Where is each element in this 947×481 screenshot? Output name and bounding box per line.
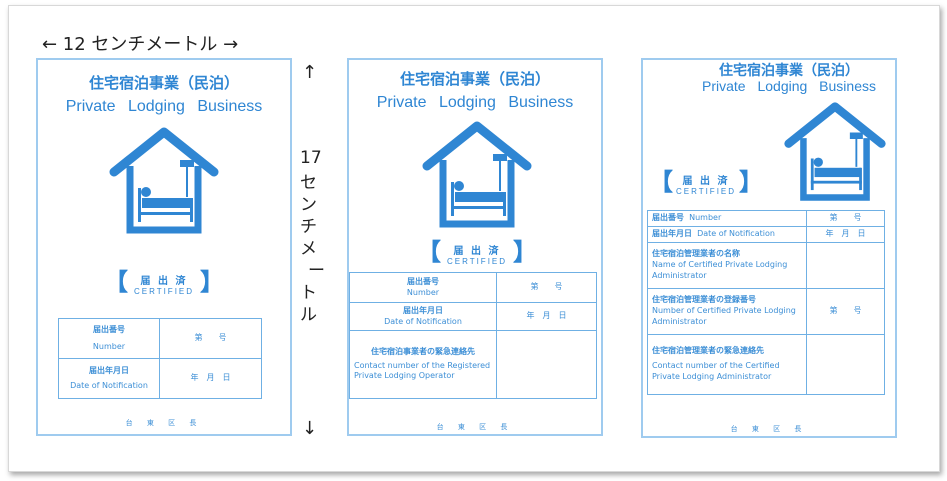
date-value: 年 月 日 [496,302,597,331]
issuer-footer: 台 東 区 長 [436,423,514,431]
card-title-jp: 住宅宿泊事業（民泊） [399,70,550,88]
table-row: 届出番号 Number 第 号 [647,210,885,227]
height-char: ル [300,305,317,325]
height-char: セ [300,173,317,193]
width-dimension-label: ← 12 センチメートル → [42,34,239,55]
height-char: チ [300,217,317,237]
certified-jp: 届 出 済 [140,276,188,287]
date-value: 年 月 日 [159,358,262,399]
sign-card-3: 住宅宿泊事業（民泊） Private Lodging Business 【 届 … [641,58,897,438]
sign-card-2: 住宅宿泊事業（民泊） Private Lodging Business 【 届 … [347,58,603,436]
table-row: 届出年月日 Date of Notification 年 月 日 [647,226,885,243]
house-bed-lamp-icon [422,121,532,228]
certified-en: CERTIFIED [133,287,195,296]
admin-name-value [806,242,885,289]
house-bed-lamp-icon [109,127,219,234]
certified-badge: 【 届 出 済 CERTIFIED 】 [417,238,537,266]
number-value: 第 号 [806,210,885,227]
sign-card-1: 住宅宿泊事業（民泊） Private Lodging Business 【 届 … [36,58,292,436]
height-dimension-label: セ ン チ メ ー ト ル [300,172,325,326]
height-char: ト [300,283,317,303]
arrow-down-icon: ↓ [302,418,318,439]
date-value: 年 月 日 [806,226,885,243]
certified-badge: 【 届 出 済 CERTIFIED 】 [104,268,224,296]
certified-jp: 届 出 済 [453,246,501,257]
card-title-jp: 住宅宿泊事業（民泊） [88,74,239,92]
height-dimension-number: 17 [300,148,322,168]
info-table: 届出番号 Number 第 号 届出年月日 Date of Notificati… [647,210,885,395]
certified-en: CERTIFIED [675,187,737,196]
certified-badge: 【 届 出 済 CERTIFIED 】 [649,168,763,196]
height-char: ー [308,261,325,281]
card-title-en: Private Lodging Business [376,94,574,111]
arrow-up-icon: ↑ [302,62,318,83]
number-value: 第 号 [496,272,597,303]
admin-contact-value [806,334,885,395]
card-title-en: Private Lodging Business [65,98,263,115]
issuer-footer: 台 東 区 長 [125,419,203,427]
card-title-jp: 住宅宿泊事業（民泊） [719,63,859,79]
house-bed-lamp-icon [784,102,886,201]
contact-value [496,330,597,399]
admin-number-value: 第 号 [806,288,885,335]
card-title-en: Private Lodging Business [702,78,876,94]
height-char: メ [300,239,317,259]
certified-en: CERTIFIED [446,257,508,266]
height-char: ン [300,195,317,215]
certified-jp: 届 出 済 [682,176,730,187]
number-value: 第 号 [159,318,262,359]
issuer-footer: 台 東 区 長 [730,425,808,433]
